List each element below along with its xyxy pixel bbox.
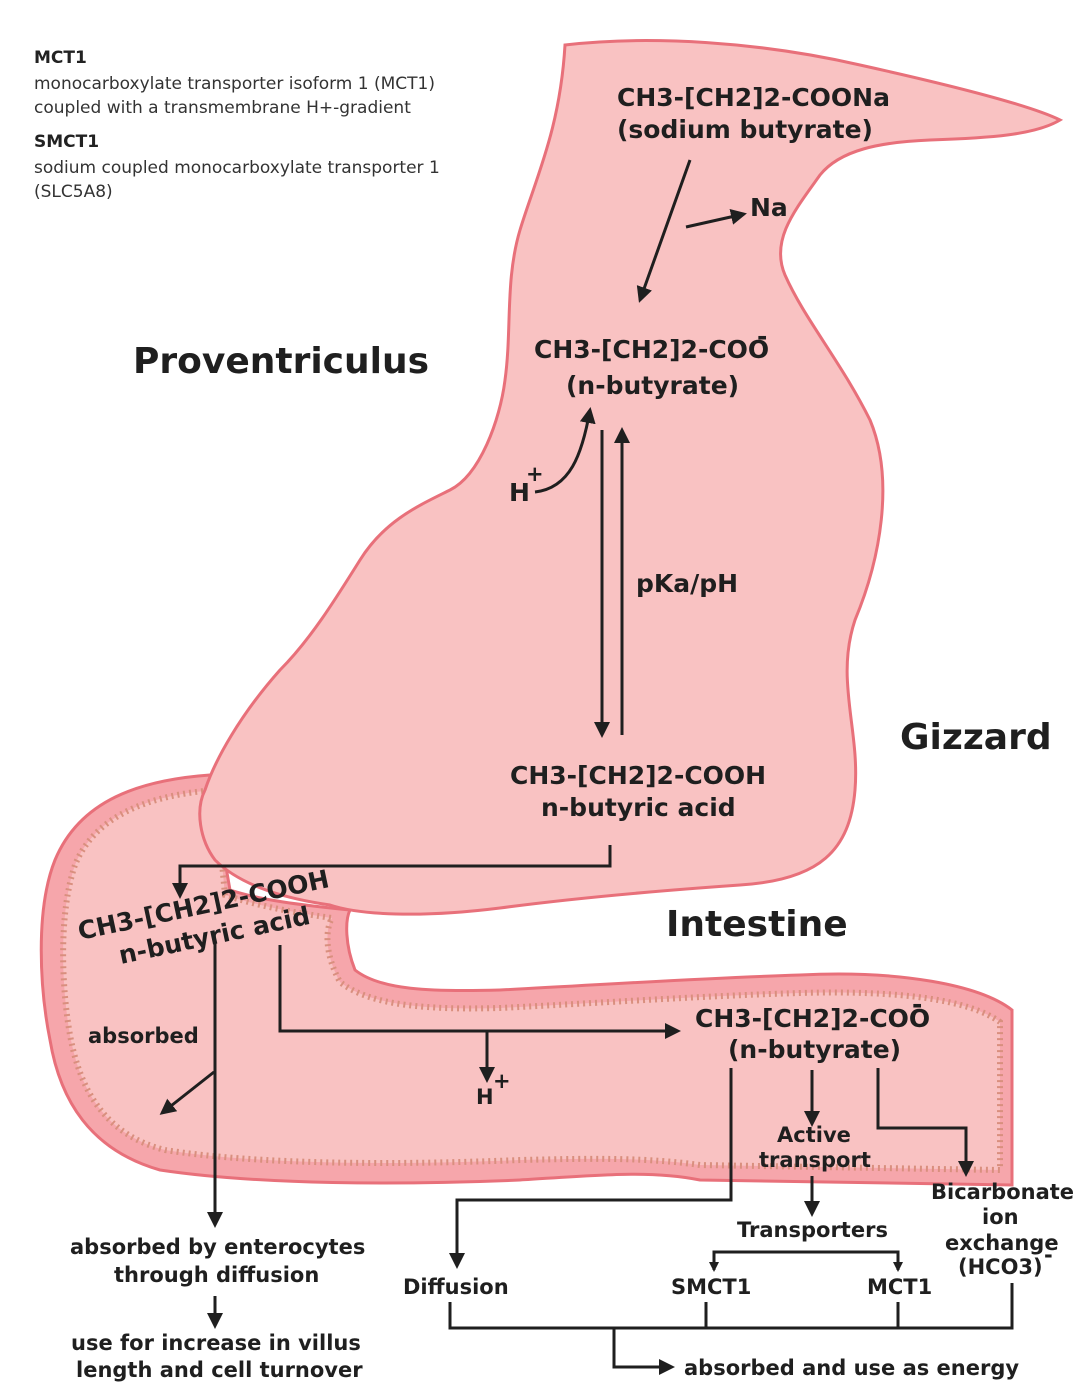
villus-line2: length and cell turnover: [76, 1358, 363, 1382]
transporters-split: [712, 1250, 900, 1270]
intestine-lumen: [60, 786, 1003, 1174]
arrow-to-bicarbonate: [876, 1068, 974, 1177]
legend-mct1-desc: monocarboxylate transporter isoform 1 (M…: [34, 74, 435, 118]
acid-gizzard-formula: CH3-[CH2]2-COOH: [510, 761, 766, 790]
collector-bracket: [448, 1283, 1014, 1330]
sodium-label: Na: [750, 193, 788, 222]
active-transport-line2: transport: [759, 1148, 871, 1172]
label-proventriculus: Proventriculus: [133, 341, 429, 382]
proton-upper-h: H: [509, 478, 530, 507]
label-intestine: Intestine: [666, 904, 848, 945]
smct1-label: SMCT1: [671, 1275, 751, 1299]
bicarbonate-line4: (HCO3): [958, 1255, 1043, 1279]
sodium-butyrate-name: (sodium butyrate): [617, 115, 873, 144]
organ-shape: [39, 39, 1064, 1187]
arrow-absorbed: [159, 1070, 215, 1115]
diffusion-label: Diffusion: [403, 1275, 509, 1299]
arrow-to-butyrate-lower: [278, 945, 681, 1039]
bicarbonate-line1: Bicarbonate: [931, 1180, 1074, 1204]
energy-label: absorbed and use as energy: [684, 1356, 1019, 1380]
absorbed-label: absorbed: [88, 1024, 199, 1048]
arrow-gizzard-to-intestine: [172, 845, 612, 899]
transporters-label: Transporters: [737, 1218, 888, 1242]
butyrate-lower-formula: CH3-[CH2]2-COO: [695, 1004, 930, 1033]
arrow-to-diffusion: [449, 1068, 733, 1269]
bicarbonate-charge: -: [1044, 1243, 1053, 1267]
arrow-to-butyrate: [636, 159, 692, 303]
proton-upper-plus: +: [526, 462, 544, 486]
enterocytes-line1: absorbed by enterocytes: [70, 1235, 365, 1259]
acid-gizzard-name: n-butyric acid: [541, 793, 736, 822]
legend-smct1-title: SMCT1: [34, 132, 100, 152]
label-gizzard: Gizzard: [900, 717, 1052, 758]
butyrate-upper-charge: -: [757, 322, 767, 351]
legend-mct1-title: MCT1: [34, 48, 87, 68]
stomach-shape: [198, 39, 1064, 916]
sodium-butyrate-formula: CH3-[CH2]2-COONa: [617, 83, 890, 112]
pka-ph-label: pKa/pH: [636, 569, 738, 598]
arrow-proton-binding: [534, 407, 596, 494]
legend: MCT1 monocarboxylate transporter isoform…: [34, 48, 494, 216]
enterocytes-line2: through diffusion: [114, 1263, 319, 1287]
villus-line1: use for increase in villus: [71, 1331, 361, 1355]
arrow-to-energy: [612, 1328, 675, 1375]
butyrate-upper-formula: CH3-[CH2]2-COO: [534, 335, 769, 364]
arrow-sodium-release: [685, 209, 747, 229]
proton-lower-h: H: [476, 1085, 494, 1109]
bicarbonate-line2: ion: [982, 1205, 1019, 1229]
active-transport-line1: Active: [777, 1123, 851, 1147]
mct1-label: MCT1: [867, 1275, 932, 1299]
bicarbonate-line3: exchange: [945, 1231, 1059, 1255]
proton-lower-plus: +: [493, 1069, 511, 1093]
butyrate-lower-name: (n-butyrate): [728, 1035, 901, 1064]
legend-smct1-desc: sodium coupled monocarboxylate transport…: [34, 158, 440, 202]
butyrate-lower-charge: -: [912, 990, 922, 1019]
butyrate-upper-name: (n-butyrate): [566, 371, 739, 400]
